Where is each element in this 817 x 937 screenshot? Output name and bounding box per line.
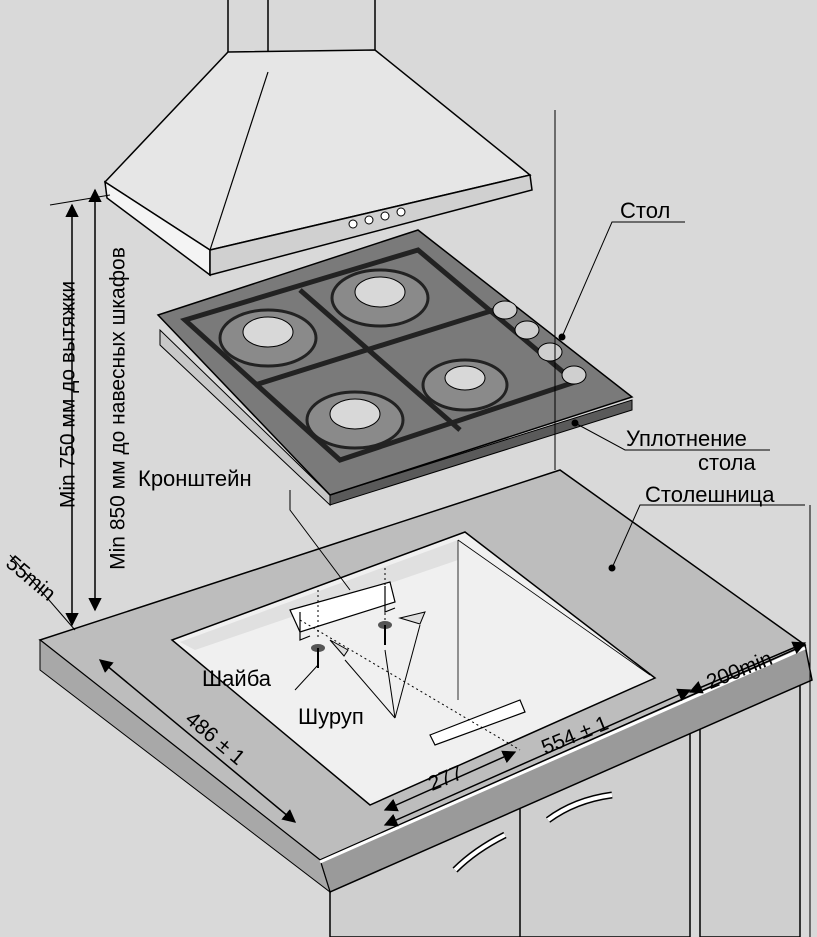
label-countertop: Столешница bbox=[645, 482, 775, 507]
label-table: Стол bbox=[620, 198, 671, 223]
label-screw: Шуруп bbox=[298, 704, 364, 729]
burner-front-left bbox=[218, 308, 318, 368]
label-washer: Шайба bbox=[202, 666, 272, 691]
gas-hob bbox=[156, 229, 634, 507]
dimension-lines bbox=[9, 110, 811, 937]
burner-back bbox=[330, 268, 430, 328]
burner-right bbox=[421, 358, 509, 412]
dim-cabinet-height: Min 850 мм до навесных шкафов bbox=[106, 247, 130, 570]
label-seal-line2: стола bbox=[698, 450, 756, 475]
label-seal-line1: Уплотнение bbox=[626, 426, 747, 451]
leader-lines bbox=[289, 221, 805, 719]
burner-front bbox=[305, 390, 405, 450]
dim-hood-height: Min 750 мм до вытяжки bbox=[56, 280, 80, 509]
control-knobs bbox=[492, 300, 587, 385]
range-hood bbox=[103, 0, 533, 277]
label-bracket: Кронштейн bbox=[138, 466, 252, 491]
